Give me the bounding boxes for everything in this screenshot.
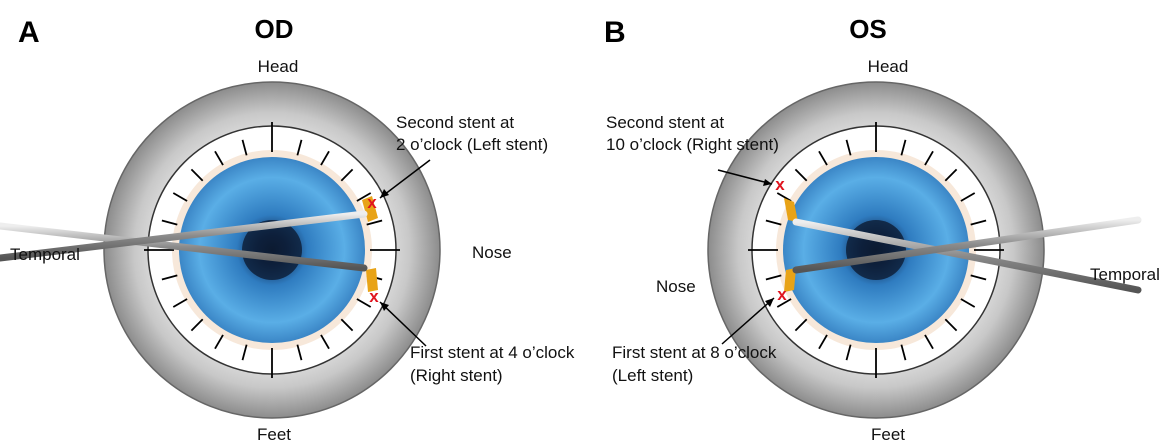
clock-tick xyxy=(366,219,383,226)
clock-tick xyxy=(172,192,188,202)
annotation-second-stent-line2: 2 o’clock (Left stent) xyxy=(396,135,548,154)
clock-ticks xyxy=(144,122,400,378)
clock-tick xyxy=(190,318,204,332)
pupil xyxy=(242,220,302,280)
clock-tick xyxy=(320,334,330,350)
arrow-first-stent xyxy=(379,301,427,347)
clock-tick xyxy=(214,334,224,350)
instrument-rod xyxy=(0,210,368,262)
label-bottom: Feet xyxy=(257,425,291,444)
label-right: Temporal xyxy=(1090,265,1160,284)
clock-tick xyxy=(960,298,976,308)
first-stent xyxy=(784,268,796,292)
annotation-first-stent-line1: First stent at 8 o’clock xyxy=(612,343,777,362)
annotation-second-stent-line1: Second stent at xyxy=(606,113,724,132)
clock-tick xyxy=(214,150,224,166)
panel-b: B OS x x Head Feet Nose Temporal Second … xyxy=(604,14,1160,444)
clock-tick xyxy=(296,344,303,361)
clock-tick xyxy=(818,150,828,166)
second-stent xyxy=(362,196,378,222)
clock-tick xyxy=(970,274,987,281)
label-left: Temporal xyxy=(10,245,80,264)
clock-tick xyxy=(944,318,958,332)
clock-tick xyxy=(924,334,934,350)
stent-marker: x xyxy=(367,193,377,212)
clock-tick xyxy=(944,168,958,182)
second-stent xyxy=(784,198,798,222)
eye-label-os: OS xyxy=(849,14,887,44)
annotation-second-stent-line2: 10 o’clock (Right stent) xyxy=(606,135,779,154)
clock-tick xyxy=(765,219,782,226)
arrow-head xyxy=(380,189,389,198)
label-top: Head xyxy=(868,57,909,76)
clock-tick xyxy=(924,150,934,166)
instrument-rod xyxy=(792,216,1142,274)
clock-tick xyxy=(776,192,792,202)
clock-tick xyxy=(845,139,852,156)
panel-letter-a: A xyxy=(18,16,40,49)
clock-tick xyxy=(356,298,372,308)
instrument-rod xyxy=(792,218,1142,294)
clock-ticks xyxy=(748,122,1004,378)
clock-tick xyxy=(900,344,907,361)
clock-tick xyxy=(845,344,852,361)
clock-tick xyxy=(794,168,808,182)
annotation-second-stent-line1: Second stent at xyxy=(396,113,514,132)
stent-marker: x xyxy=(775,175,785,194)
panel-a: A OD x x Head Feet Temporal Nose Second … xyxy=(0,14,575,444)
arrow-head xyxy=(763,179,772,186)
clock-tick xyxy=(172,298,188,308)
clock-tick xyxy=(960,192,976,202)
clock-tick xyxy=(340,318,354,332)
panel-letter-b: B xyxy=(604,16,626,49)
clock-tick xyxy=(161,274,178,281)
annotation-first-stent-line2: (Left stent) xyxy=(612,366,693,385)
clock-tick xyxy=(296,139,303,156)
clock-tick xyxy=(776,298,792,308)
clock-tick xyxy=(340,168,354,182)
clock-tick xyxy=(970,219,987,226)
clock-tick xyxy=(241,344,248,361)
clock-tick xyxy=(765,274,782,281)
clock-tick xyxy=(241,139,248,156)
instrument-rod xyxy=(0,222,368,272)
arrow-first-stent xyxy=(721,297,775,345)
stent-marker: x xyxy=(369,287,379,306)
clock-tick xyxy=(190,168,204,182)
label-top: Head xyxy=(258,57,299,76)
label-right: Nose xyxy=(472,243,512,262)
arrow-second-stent xyxy=(717,169,773,185)
eye-label-od: OD xyxy=(255,14,294,44)
label-bottom: Feet xyxy=(871,425,905,444)
annotation-first-stent-line1: First stent at 4 o’clock xyxy=(410,343,575,362)
clock-tick xyxy=(320,150,330,166)
first-stent xyxy=(366,268,378,292)
annotation-first-stent-line2: (Right stent) xyxy=(410,366,503,385)
label-left: Nose xyxy=(656,277,696,296)
stent-marker: x xyxy=(777,285,787,304)
clock-tick xyxy=(900,139,907,156)
pupil xyxy=(846,220,906,280)
arrow-head xyxy=(765,298,774,307)
clock-tick xyxy=(161,219,178,226)
arrow-head xyxy=(380,302,389,311)
clock-tick xyxy=(818,334,828,350)
clock-tick xyxy=(794,318,808,332)
arrow-second-stent xyxy=(379,159,431,199)
clock-tick xyxy=(356,192,372,202)
